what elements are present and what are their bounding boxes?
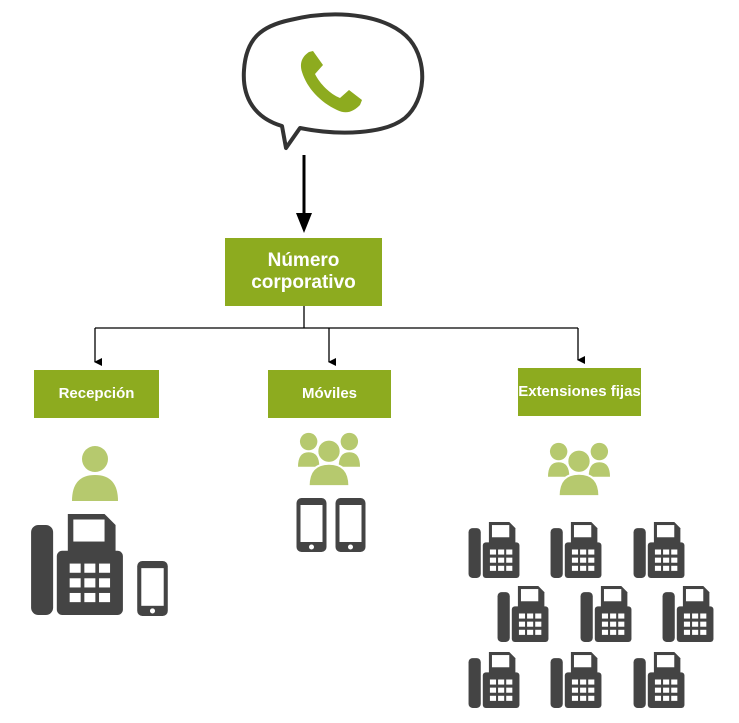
desk-phone-icon: [550, 522, 602, 578]
fixed-extensions-label: Extensiones fijas: [518, 383, 641, 401]
fixed-extensions-box: Extensiones fijas: [518, 368, 641, 416]
mobile-phone-icon: [335, 498, 366, 552]
main-number-label: Número corporativo: [251, 250, 356, 293]
mobiles-label: Móviles: [301, 385, 358, 403]
desk-phone-icon: [468, 652, 520, 708]
mobile-phone-icon: [137, 561, 168, 616]
desk-phone-icon: [662, 586, 714, 642]
reception-label: Recepción: [58, 385, 135, 403]
person-icon: [72, 446, 118, 501]
reception-box: Recepción: [34, 370, 159, 418]
desk-phone-icon: [633, 652, 685, 708]
main-arrow: [296, 155, 312, 233]
desk-phone-icon: [31, 514, 123, 615]
mobile-phone-icon: [296, 498, 327, 552]
group-icon: [548, 441, 610, 498]
desk-phone-icon: [497, 586, 549, 642]
desk-phone-icon: [550, 652, 602, 708]
desk-phone-icon: [468, 522, 520, 578]
desk-phone-icon: [633, 522, 685, 578]
phone-speech-bubble-icon: [241, 12, 425, 150]
desk-phone-icon: [580, 586, 632, 642]
group-icon: [298, 431, 360, 488]
desk-phone-grid: [468, 522, 714, 708]
mobiles-box: Móviles: [268, 370, 391, 418]
main-number-box: Número corporativo: [225, 238, 382, 306]
connector-lines: [94, 306, 585, 366]
